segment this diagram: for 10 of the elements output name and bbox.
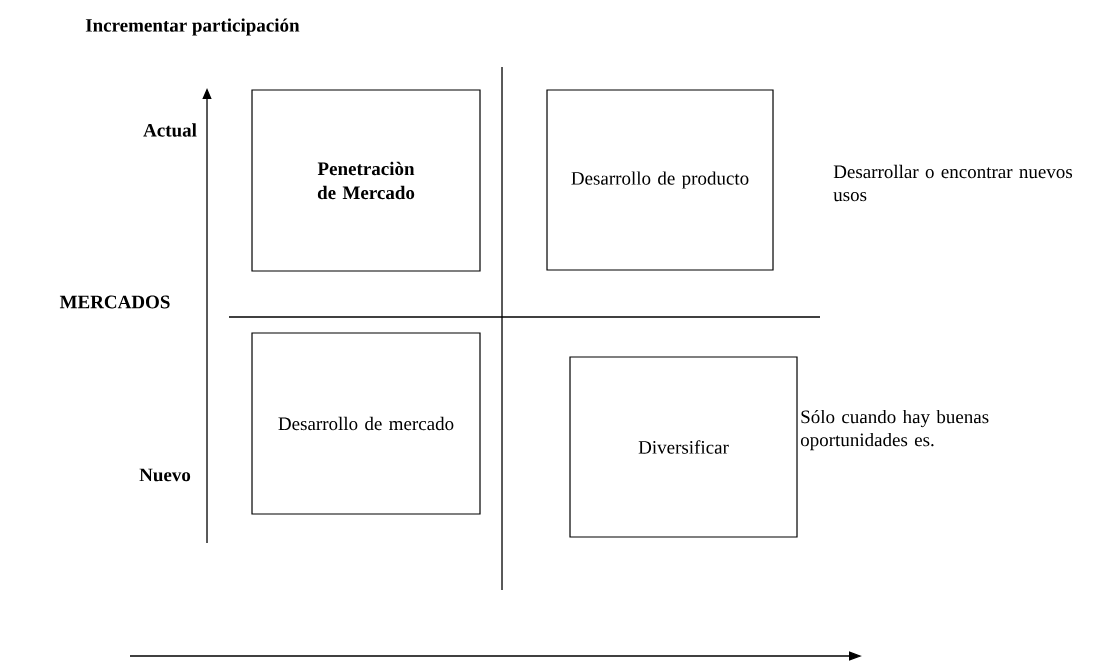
- note-text: Sólo cuando hay buenas oportunidades es.: [800, 409, 989, 451]
- axis-label: Nuevo: [139, 468, 191, 482]
- strategy-box: Desarrollo de producto: [546, 89, 774, 271]
- title: Incrementar participación: [85, 18, 300, 36]
- strategy-box: Penetraciòn de Mercado: [251, 89, 481, 272]
- axis-label: MERCADOS: [59, 295, 170, 309]
- strategy-box: Diversificar: [569, 356, 798, 538]
- strategy-box: Desarrollo de mercado: [251, 332, 481, 515]
- note-text: Desarrollar o encontrar nuevos usos: [833, 164, 1073, 202]
- axis-label: Actual: [143, 123, 197, 137]
